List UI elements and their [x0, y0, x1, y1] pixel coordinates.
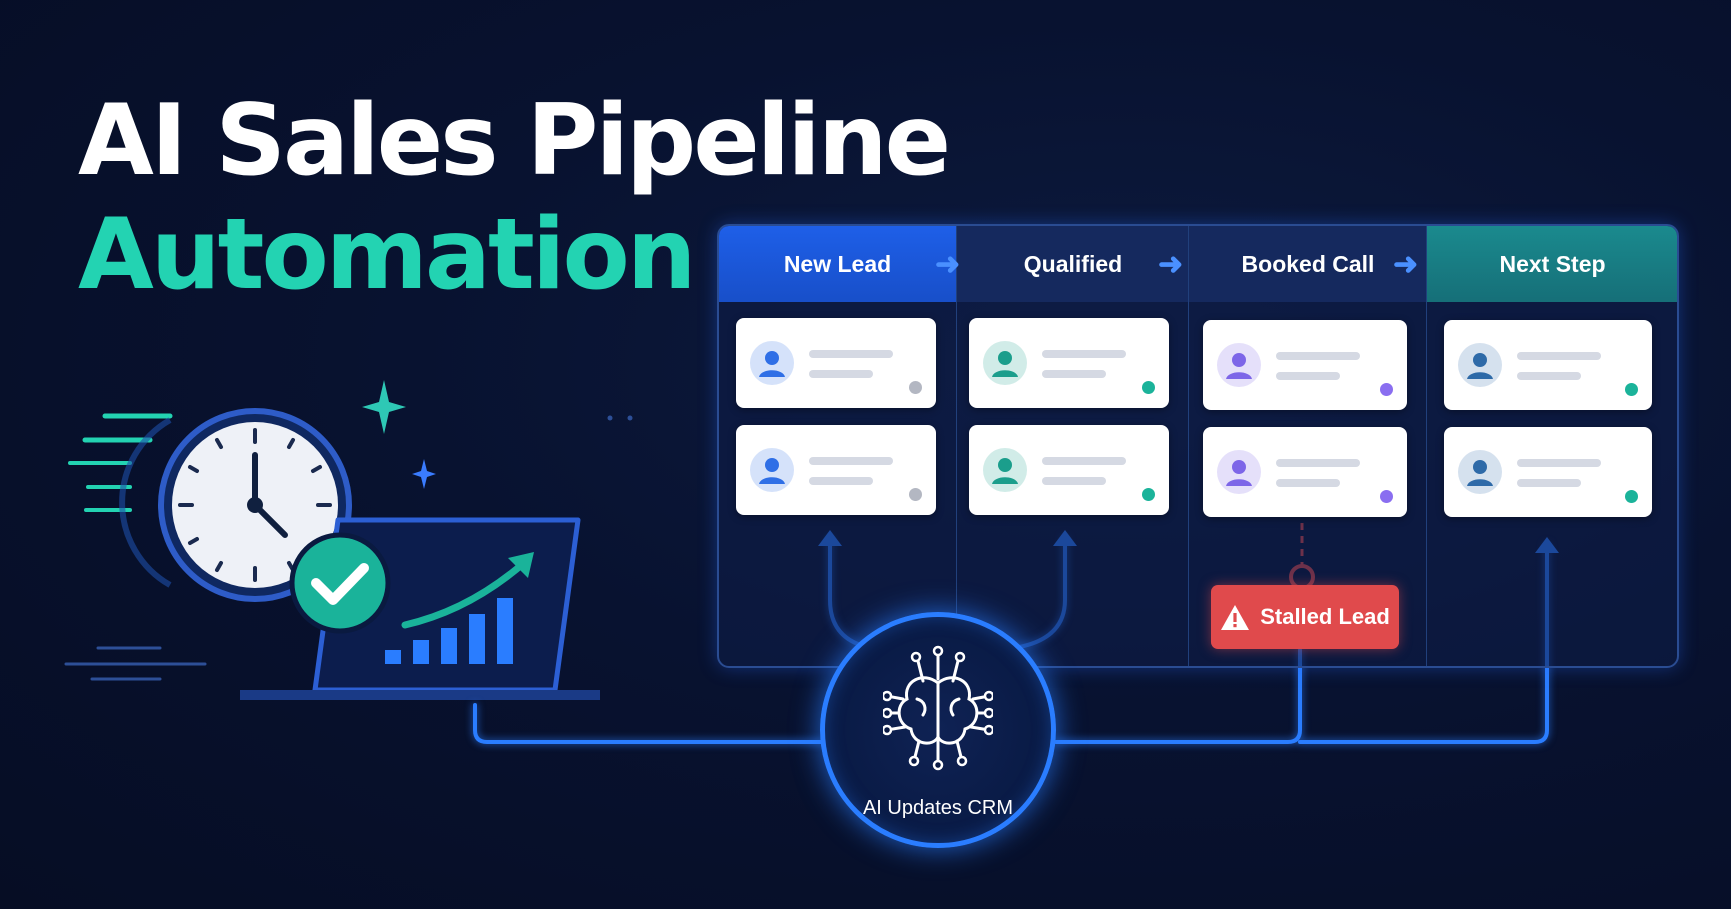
placeholder-line	[809, 477, 873, 485]
status-dot	[1380, 490, 1393, 503]
user-icon	[1217, 343, 1261, 387]
status-dot	[909, 488, 922, 501]
user-icon	[1458, 343, 1502, 387]
placeholder-line	[1276, 479, 1340, 487]
stage-next-step: Next Step	[1426, 226, 1677, 666]
lead-card[interactable]	[736, 318, 936, 408]
placeholder-line	[1276, 352, 1360, 360]
title-line-1: AI Sales Pipeline	[78, 84, 951, 198]
arrow-right-icon: ➜	[1158, 248, 1184, 281]
ai-crm-node[interactable]: AI Updates CRM	[820, 612, 1056, 848]
status-dot	[1625, 383, 1638, 396]
sparkle-icon	[362, 380, 436, 489]
placeholder-line	[1042, 370, 1106, 378]
user-icon	[1217, 450, 1261, 494]
check-icon	[289, 532, 391, 634]
clock-laptop-illustration	[64, 380, 633, 700]
user-icon	[1458, 450, 1502, 494]
lead-card[interactable]	[736, 425, 936, 515]
stage-header[interactable]: Qualified	[957, 226, 1189, 302]
growth-chart-icon	[385, 552, 534, 664]
dot-grid	[607, 415, 633, 421]
status-dot	[1142, 381, 1155, 394]
lead-card[interactable]	[1203, 320, 1407, 410]
stalled-lead-badge[interactable]: Stalled Lead	[1211, 585, 1399, 649]
stage-qualified: Qualified	[956, 226, 1189, 666]
lead-card[interactable]	[1444, 320, 1652, 410]
status-dot	[1380, 383, 1393, 396]
placeholder-line	[1042, 477, 1106, 485]
lead-card[interactable]	[969, 425, 1169, 515]
placeholder-line	[1517, 459, 1601, 467]
user-icon	[750, 341, 794, 385]
placeholder-line	[1517, 352, 1601, 360]
lead-card[interactable]	[969, 318, 1169, 408]
arrow-right-icon: ➜	[935, 248, 961, 281]
placeholder-line	[809, 370, 873, 378]
placeholder-line	[1042, 350, 1126, 358]
user-icon	[983, 448, 1027, 492]
status-dot	[1625, 490, 1638, 503]
warning-icon	[1221, 604, 1250, 630]
status-dot	[909, 381, 922, 394]
title-line-2: Automation	[78, 198, 697, 312]
placeholder-line	[809, 350, 893, 358]
lead-card[interactable]	[1444, 427, 1652, 517]
brain-icon	[883, 645, 993, 771]
placeholder-line	[1517, 479, 1581, 487]
lead-card[interactable]	[1203, 427, 1407, 517]
arrow-right-icon: ➜	[1393, 248, 1419, 281]
stage-header[interactable]: New Lead	[719, 226, 956, 302]
stage-new-lead: New Lead	[719, 226, 956, 666]
stalled-lead-label: Stalled Lead	[1260, 604, 1390, 629]
placeholder-line	[1276, 459, 1360, 467]
placeholder-line	[809, 457, 893, 465]
stage-booked-call: Booked Call	[1188, 226, 1427, 666]
user-icon	[750, 448, 794, 492]
placeholder-line	[1276, 372, 1340, 380]
user-icon	[983, 341, 1027, 385]
placeholder-line	[1517, 372, 1581, 380]
stage-header[interactable]: Booked Call	[1189, 226, 1427, 302]
placeholder-line	[1042, 457, 1126, 465]
stage-header[interactable]: Next Step	[1427, 226, 1677, 302]
ai-node-label: AI Updates CRM	[862, 797, 1014, 819]
status-dot	[1142, 488, 1155, 501]
